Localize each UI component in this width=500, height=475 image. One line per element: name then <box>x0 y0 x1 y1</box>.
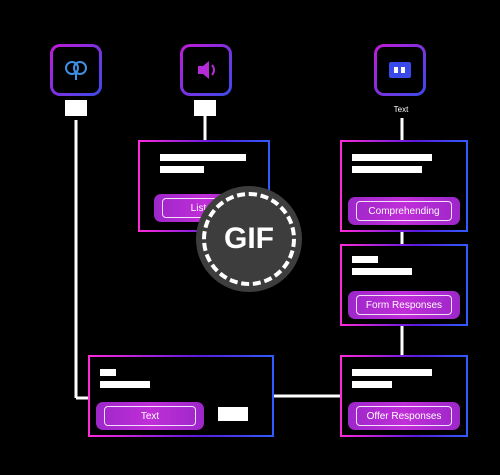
gif-badge: GIF <box>196 186 302 292</box>
card-title-bar <box>352 154 432 161</box>
form-responses-button[interactable]: Form Responses <box>356 295 452 315</box>
left-icon-tag <box>65 100 87 116</box>
text-card-tag <box>218 407 248 421</box>
chat-icon <box>389 62 411 78</box>
gif-badge-text: GIF <box>224 222 274 255</box>
card-subtitle-bar <box>160 166 204 173</box>
card-subtitle-bar <box>100 381 150 388</box>
card-subtitle-bar <box>352 381 392 388</box>
comprehending-button[interactable]: Comprehending <box>356 201 452 221</box>
text-card: Text <box>88 355 274 437</box>
card-title-bar <box>352 256 378 263</box>
gif-badge-dashed-ring <box>202 192 296 286</box>
offer-pill: Offer Responses <box>348 402 460 430</box>
form-card: Form Responses <box>340 244 468 326</box>
right-icon-tag: Text <box>393 105 409 114</box>
comprehend-card: Comprehending <box>340 140 468 232</box>
right-icon-box <box>374 44 426 96</box>
text-button[interactable]: Text <box>104 406 196 426</box>
text-pill: Text <box>96 402 204 430</box>
card-title-bar <box>100 369 116 376</box>
offer-responses-button[interactable]: Offer Responses <box>356 406 452 426</box>
card-title-bar <box>160 154 246 161</box>
offer-card: Offer Responses <box>340 355 468 437</box>
form-pill: Form Responses <box>348 291 460 319</box>
card-title-bar <box>352 369 432 376</box>
speaker-icon <box>198 61 215 79</box>
middle-icon-tag <box>194 100 216 116</box>
brain-icon <box>65 61 87 80</box>
middle-icon-box <box>180 44 232 96</box>
card-subtitle-bar <box>352 166 422 173</box>
left-icon-box <box>50 44 102 96</box>
comprehend-pill: Comprehending <box>348 197 460 225</box>
card-subtitle-bar <box>352 268 412 275</box>
